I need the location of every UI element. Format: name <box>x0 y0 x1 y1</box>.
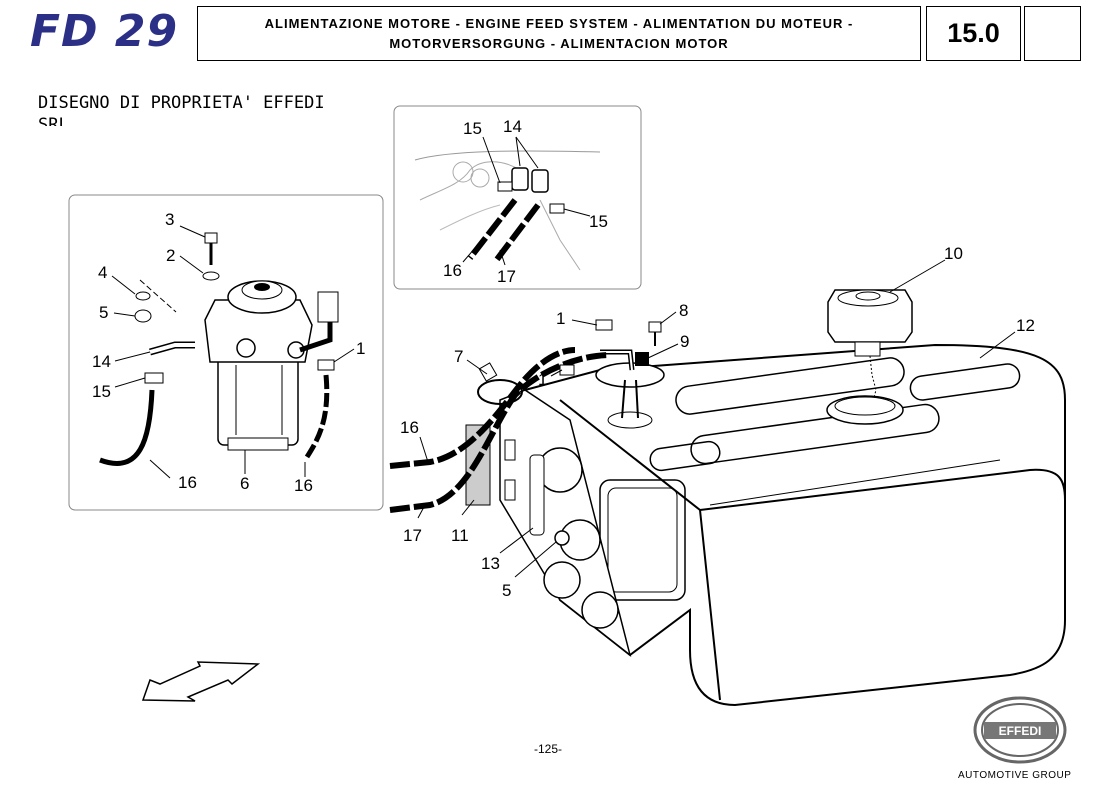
section-number: 15.0 <box>926 6 1021 61</box>
inset-callout-16: 16 <box>443 261 462 280</box>
tank-callout-12: 12 <box>1016 316 1035 335</box>
callout-16: 16 <box>178 473 197 492</box>
tank-callout-5: 5 <box>502 581 511 600</box>
fuel-tank: 1 8 9 7 1 10 12 16 17 11 13 5 <box>389 244 1066 707</box>
callout-4: 4 <box>98 263 107 282</box>
section-title-line-2: MOTORVERSORGUNG - ALIMENTACION MOTOR <box>389 35 729 51</box>
hose-detail-inset: 15 14 15 16 17 <box>393 105 642 290</box>
callout-1: 1 <box>356 339 365 358</box>
callout-15: 15 <box>92 382 111 401</box>
tank-callout-16: 16 <box>400 418 419 437</box>
tank-callout-17: 17 <box>403 526 422 545</box>
tank-callout-11: 11 <box>451 526 469 545</box>
tank-callout-1: 1 <box>556 309 565 328</box>
model-code: FD 29 <box>30 6 179 57</box>
filter-assembly-panel: 3 2 4 5 14 15 16 6 16 1 <box>68 194 384 511</box>
tank-callout-7: 7 <box>454 347 463 366</box>
callout-14: 14 <box>92 352 111 371</box>
inset-callout-17: 17 <box>497 267 516 286</box>
brand-tagline: AUTOMOTIVE GROUP <box>958 770 1072 781</box>
tank-callout-13: 13 <box>481 554 500 573</box>
tank-callout-10: 10 <box>944 244 963 263</box>
tank-callout-9: 9 <box>680 332 689 351</box>
callout-2: 2 <box>166 246 175 265</box>
direction-arrow-icon <box>141 661 261 702</box>
inset-callout-14: 14 <box>503 117 522 136</box>
empty-header-box <box>1024 6 1081 61</box>
property-notice: DISEGNO DI PROPRIETA' EFFEDI SRL <box>38 93 325 126</box>
effedi-logo: EFFEDI <box>973 696 1067 764</box>
callout-16b: 16 <box>294 476 313 495</box>
logo-text: EFFEDI <box>999 724 1042 738</box>
section-title-line-1: ALIMENTAZIONE MOTORE - ENGINE FEED SYSTE… <box>264 15 854 31</box>
callout-5: 5 <box>99 303 108 322</box>
callout-6: 6 <box>240 474 249 493</box>
inset-callout-15b: 15 <box>589 212 608 231</box>
section-title-box: ALIMENTAZIONE MOTORE - ENGINE FEED SYSTE… <box>197 6 921 61</box>
page-number: -125- <box>533 742 562 756</box>
callout-3: 3 <box>165 210 174 229</box>
tank-callout-1b: 1 <box>538 370 547 389</box>
tank-callout-8: 8 <box>679 301 688 320</box>
inset-callout-15: 15 <box>463 119 482 138</box>
